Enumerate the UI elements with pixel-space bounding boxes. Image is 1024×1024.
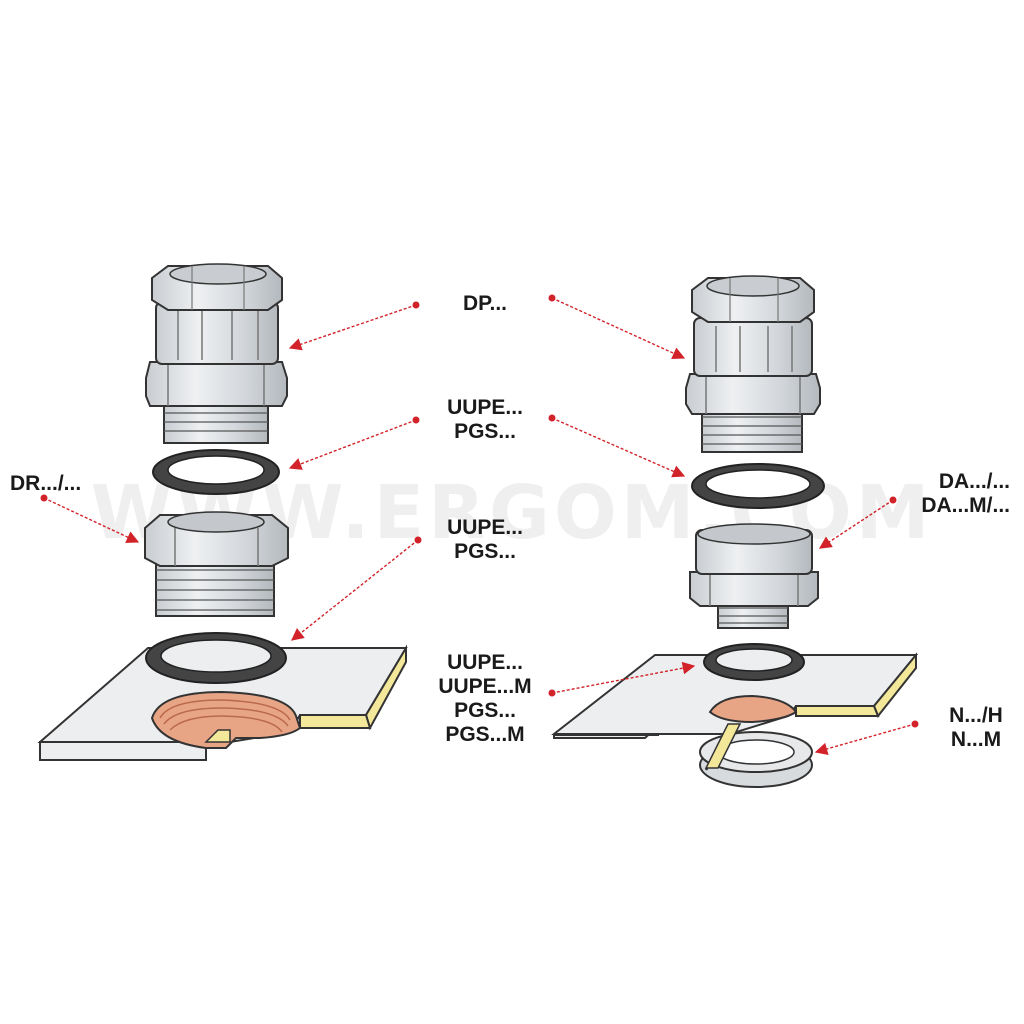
right-assembly: [551, 275, 919, 788]
label-line: N.../H: [949, 704, 1003, 727]
label-uupe-pgs-top: UUPE... PGS...: [430, 396, 540, 444]
leader-da: [818, 499, 894, 549]
right-bottom-gasket: [703, 643, 805, 681]
right-mounting-plate: [551, 652, 919, 739]
label-line: UUPE...M: [438, 675, 532, 698]
leader-uupe-top-right: [551, 417, 686, 478]
label-line: N...M: [950, 728, 1002, 751]
label-dp-line: DP...: [463, 292, 507, 315]
leader-lines: [43, 297, 916, 755]
leader-dp-left: [288, 304, 417, 351]
right-gland-body-dp: [685, 275, 821, 453]
label-line: DR.../...: [10, 472, 82, 495]
label-line: UUPE...: [447, 651, 523, 674]
left-gasket: [152, 449, 280, 495]
leader-n: [814, 723, 916, 755]
left-mounting-plate: [37, 644, 408, 761]
label-line: PGS...M: [445, 723, 525, 746]
right-adapter-da: [689, 523, 819, 629]
label-uupe-pgs-mid: UUPE... PGS...: [430, 516, 540, 564]
left-gland-body-dp: [145, 263, 288, 444]
left-assembly: [37, 263, 408, 761]
leader-dp-right: [551, 297, 686, 360]
label-line: UUPE...: [447, 396, 523, 419]
label-line: PGS...: [454, 540, 516, 563]
label-dp: DP...: [440, 292, 530, 316]
label-da: DA.../... DA...M/...: [886, 470, 1010, 518]
leader-uupe-bottom: [551, 661, 696, 694]
label-uupe-bottom: UUPE... UUPE...M PGS... PGS...M: [420, 651, 550, 747]
label-dr: DR.../...: [10, 472, 120, 496]
left-reducer-dr: [144, 511, 289, 617]
leader-dr: [43, 497, 140, 543]
right-gasket: [691, 463, 825, 509]
label-line: PGS...: [454, 420, 516, 443]
left-bottom-gasket: [145, 632, 287, 684]
leader-uupe-top-left: [288, 419, 417, 470]
label-line: UUPE...: [447, 516, 523, 539]
leader-dots: [40, 294, 919, 728]
label-line: DA.../...: [938, 470, 1010, 493]
leader-uupe-mid: [291, 539, 419, 641]
label-line: PGS...: [454, 699, 516, 722]
label-n: N.../H N...M: [928, 704, 1024, 752]
label-line: DA...M/...: [921, 494, 1010, 517]
right-locknut-n: [699, 723, 813, 788]
